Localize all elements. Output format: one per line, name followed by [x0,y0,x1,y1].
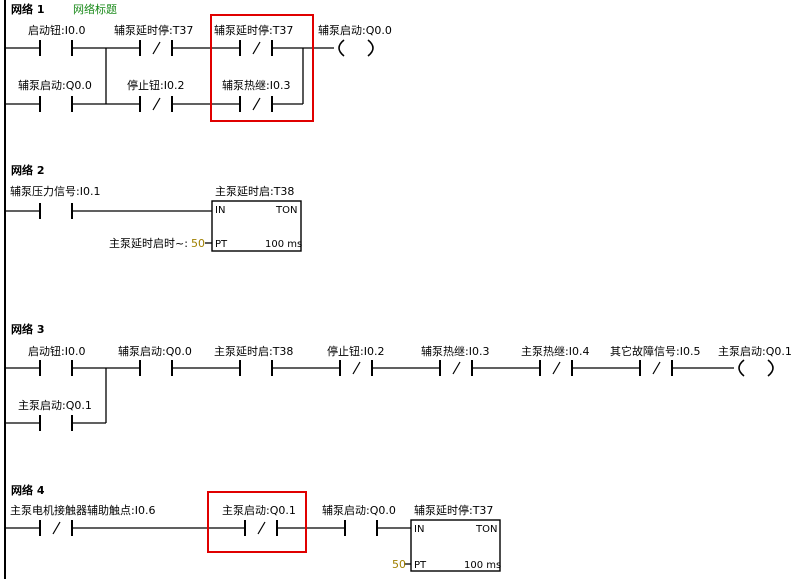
timer-in-pin: IN [414,524,424,535]
contact-label: 主泵启动:Q0.1 [18,399,92,412]
contact-nc-other-fault[interactable] [639,360,673,376]
contact-label: 辅泵热继:I0.3 [222,78,290,92]
contact-main-delay-start[interactable] [239,360,273,376]
contact-nc-main-aux-contact[interactable] [39,520,73,536]
network-2-wires [5,210,212,244]
contact-label: 停止钮:I0.2 [327,344,384,358]
contact-label: 辅泵启动:Q0.0 [18,78,92,92]
contact-nc-aux-delay-stop[interactable] [139,40,173,56]
contact-nc-aux-thermal[interactable] [239,96,273,112]
coil-label: 辅泵启动:Q0.0 [318,23,392,37]
coil-main-pump-start[interactable] [738,359,774,377]
contact-nc-stop-button[interactable] [139,96,173,112]
timer-pt-pin: PT [414,560,427,571]
network-1-wires [5,47,334,105]
network-title: 网络 4 [11,483,45,497]
timer-preset-value: 50 [191,237,205,250]
contact-label: 辅泵启动:Q0.0 [118,344,192,358]
timer-block-t38[interactable]: IN TON PT 100 ms [211,200,302,252]
timer-pt-pin: PT [215,239,228,250]
contact-nc-stop-button-n3[interactable] [339,360,373,376]
network-3-wires [5,367,734,424]
contact-label: 主泵电机接触器辅助触点:I0.6 [10,503,155,517]
network-title: 网络 1 [11,2,44,16]
highlight-box [210,14,314,122]
contact-nc-aux-delay-stop-2[interactable] [239,40,273,56]
network-3[interactable]: 网络 3 [5,322,792,431]
contact-nc-main-pump-start[interactable] [244,520,278,536]
timer-type: TON [275,205,297,216]
highlight-box [207,491,307,553]
timer-type: TON [475,524,497,535]
contact-label: 停止钮:I0.2 [127,78,184,92]
contact-aux-pressure[interactable] [39,203,73,219]
timer-preset-label: 主泵延时启时~: [109,237,188,250]
contact-label: 辅泵热继:I0.3 [421,344,489,358]
contact-start-button[interactable] [39,40,73,56]
contact-label: 辅泵启动:Q0.0 [322,503,396,517]
contact-main-pump-start-latch[interactable] [39,415,73,431]
network-title: 网络 2 [11,163,44,177]
network-4-wires [5,527,411,565]
timer-label: 主泵延时启:T38 [215,185,294,198]
contact-label: 启动钮:I0.0 [28,23,85,37]
coil-aux-pump-start[interactable] [338,39,374,57]
contact-label: 其它故障信号:I0.5 [610,344,700,358]
timer-block-t37[interactable]: IN TON PT 100 ms [410,519,501,572]
contact-start-button-n3[interactable] [39,360,73,376]
contact-label: 主泵热继:I0.4 [521,345,589,358]
coil-label: 主泵启动:Q0.1 [718,345,792,358]
timer-timebase: 100 ms [464,560,501,571]
timer-timebase: 100 ms [265,239,302,250]
contact-aux-pump-start-n3[interactable] [139,360,173,376]
timer-label: 辅泵延时停:T37 [414,503,493,517]
network-4[interactable]: 网络 4 主泵电机接触器辅助触点:I0.6 主泵启动:Q0.1 辅泵启动:Q0.… [5,483,501,572]
network-2[interactable]: 网络 2 辅泵压力信号:I0.1 IN TON PT 100 ms 主泵延时启:… [5,163,302,252]
contact-nc-aux-thermal-n3[interactable] [439,360,473,376]
contact-label: 辅泵延时停:T37 [114,23,193,37]
timer-in-pin: IN [215,205,225,216]
contact-aux-pump-start-n4[interactable] [344,520,378,536]
contact-nc-main-thermal[interactable] [539,360,573,376]
contact-label: 启动钮:I0.0 [28,344,85,358]
contact-aux-pump-start-latch[interactable] [39,96,73,112]
contact-label: 辅泵延时停:T37 [214,23,293,37]
contact-label: 主泵启动:Q0.1 [222,504,296,517]
network-1[interactable]: 网络 1 网络标题 启 [5,2,392,122]
timer-preset-value: 50 [392,558,406,571]
contact-label: 主泵延时启:T38 [214,345,293,358]
network-title: 网络 3 [11,322,44,336]
network-comment: 网络标题 [73,2,117,16]
contact-label: 辅泵压力信号:I0.1 [10,184,100,198]
